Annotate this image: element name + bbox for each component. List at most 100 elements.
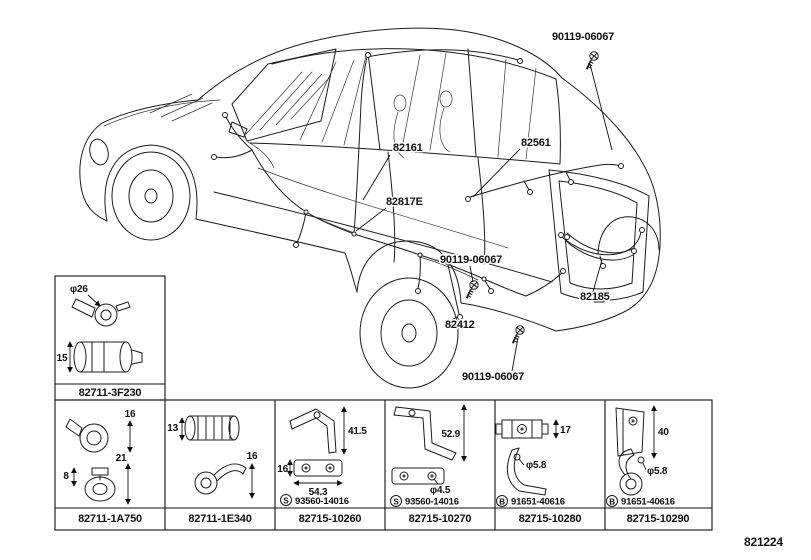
dim: 16 [247, 451, 258, 462]
car-body [79, 27, 661, 332]
part-number[interactable]: 82715-10280 [519, 513, 582, 525]
detail-box-82711-1E340: 13 16 82711-1E340 [166, 415, 259, 525]
screw-icon [512, 325, 525, 344]
leader-screw-mid [469, 265, 474, 283]
fastener-number[interactable]: 93560-14016 [295, 496, 349, 507]
dim: φ4.5 [430, 485, 451, 496]
c-pillar [467, 48, 477, 157]
dash-line [247, 141, 275, 169]
glasshouse [149, 48, 561, 165]
windshield [231, 48, 337, 142]
callout-wire-quarter[interactable]: 82561 [520, 136, 553, 151]
fastener-symbol: S [283, 497, 289, 506]
clamp-figure [84, 467, 116, 502]
callout-wire-floor[interactable]: 82412 [444, 318, 477, 333]
screw-icon [466, 280, 479, 299]
fastener-symbol-circle [390, 495, 402, 507]
leader-wire-back-door [591, 259, 603, 296]
plate-figure [293, 459, 343, 477]
detail-box-82715-10270: 52.9 φ4.5 S 93560-14016 82715-10270 [390, 404, 472, 525]
screw-icon [586, 51, 599, 70]
harness-connectors [211, 52, 645, 320]
part-number[interactable]: 82715-10270 [409, 513, 472, 525]
rear-pillar [561, 77, 661, 247]
dim: 54.3 [309, 487, 328, 498]
plate-figure [391, 467, 445, 485]
hook-bracket-figure [506, 447, 547, 496]
part-number[interactable]: 82711-3F230 [79, 387, 142, 399]
callout-wire-roof[interactable]: 82161 [392, 141, 425, 156]
far-wheel-arch [597, 216, 660, 255]
dim: 16 [125, 409, 136, 420]
harness-floor-drop [447, 264, 460, 315]
body-crease [213, 191, 553, 283]
fastener-symbol-circle [606, 495, 618, 507]
bracket-figure [393, 406, 457, 461]
leader-screw-bottom [511, 337, 519, 372]
dim-length: 15 [57, 353, 68, 364]
detail-box-82711-1A750: 16 21 8 82711-1A750 [62, 408, 142, 525]
harness-main [251, 149, 527, 297]
leader-wire-floor [451, 316, 458, 321]
part-number[interactable]: 82715-10260 [299, 513, 362, 525]
dim: 40 [658, 427, 669, 438]
callout-labels: 90119-06067 82161 82561 82817E 90119-060… [385, 30, 616, 385]
fastener-symbol-circle [280, 494, 292, 506]
leader-lines [355, 63, 613, 372]
detail-box-82715-10260: 41.5 16 54.3 S 93560-14016 82715-10260 [276, 406, 369, 525]
fastener-number[interactable]: 93560-14016 [405, 497, 459, 508]
detail-box-82715-10290: 40 φ5.8 B 91651-40616 82715-10290 [606, 405, 690, 525]
hook-clamp-figure [618, 448, 645, 496]
quarter-window-edge [555, 78, 561, 165]
leader-screw-top [589, 63, 613, 151]
bracket-figure [289, 408, 337, 454]
front-wheel [111, 151, 191, 241]
hood-line [103, 99, 221, 127]
leader-wire-roof [362, 154, 391, 201]
dim: 41.5 [348, 426, 367, 437]
mirror [228, 121, 248, 138]
car-drawing [79, 27, 661, 389]
bracket-figure [615, 407, 645, 457]
dim: φ5.8 [526, 460, 547, 471]
callout-screw-bottom[interactable]: 90119-06067 [461, 370, 526, 385]
headrest-rear [439, 90, 453, 108]
clamp-figure [194, 463, 247, 495]
callout-connector-e[interactable]: 82817E [385, 195, 425, 210]
door-seam-rear [477, 157, 486, 265]
tube-figure [73, 341, 143, 373]
dim: 13 [167, 423, 178, 434]
door-seam-front [387, 151, 396, 263]
rear-bumper [555, 245, 661, 332]
hatch-opening-inner [558, 180, 638, 290]
harness-back-door-wire [561, 231, 642, 256]
callout-screw-top[interactable]: 90119-06067 [551, 30, 616, 45]
roof-line [197, 27, 563, 101]
detail-row-border [54, 399, 713, 531]
part-number[interactable]: 82711-1A750 [78, 513, 142, 525]
b-pillar [367, 52, 381, 151]
wheels [111, 151, 459, 389]
fastener-symbol: B [499, 498, 505, 507]
callout-wire-back-door[interactable]: 82185 [579, 290, 612, 305]
fastener-symbol: B [609, 498, 615, 507]
fastener-symbol: S [393, 498, 399, 507]
part-number[interactable]: 82715-10290 [627, 513, 690, 525]
hatch-latch [593, 296, 605, 303]
part-number[interactable]: 82711-1E340 [188, 513, 252, 525]
callout-screw-mid[interactable]: 90119-06067 [439, 253, 504, 268]
front-face [79, 99, 199, 222]
tube-clamp-figure [184, 415, 240, 441]
detail-box-82711-3F230: φ26 15 82711-3F230 [54, 275, 166, 401]
interior [247, 90, 509, 249]
seat-front [393, 111, 405, 159]
glass-hatching [149, 52, 537, 160]
detail-row: 16 21 8 82711-1A750 13 [54, 399, 713, 531]
dim: 16 [277, 464, 288, 475]
dim: φ5.8 [647, 466, 668, 477]
headrest-front [393, 94, 407, 112]
fastener-number[interactable]: 91651-40616 [511, 497, 565, 508]
bracket-figure [495, 419, 549, 439]
fastener-number[interactable]: 91651-40616 [621, 497, 675, 508]
